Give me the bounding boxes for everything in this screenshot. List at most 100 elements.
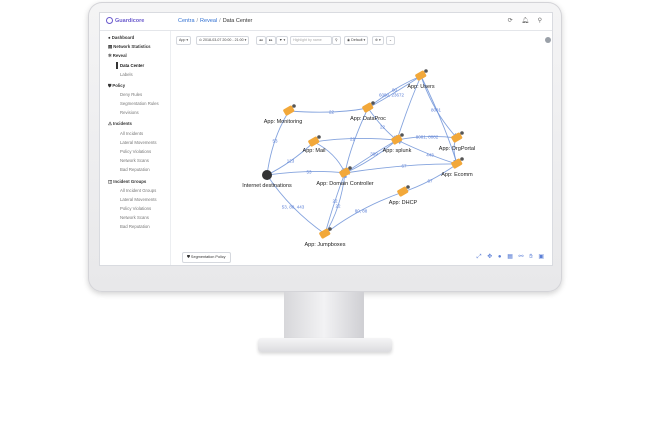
- edge-port-label: 53: [306, 169, 312, 174]
- sidebar-item-segmentation-rules[interactable]: Segmentation Rules: [120, 101, 159, 106]
- settings-icon[interactable]: [545, 37, 551, 43]
- search-icon[interactable]: ⚲: [332, 36, 341, 45]
- connection-edge[interactable]: [266, 174, 326, 235]
- sidebar-item-label: Bad Reputation: [120, 167, 150, 172]
- app-node-tag-icon[interactable]: [308, 136, 320, 147]
- node-count-badge: [400, 133, 404, 137]
- app-screen: Guardicore Centra/Reveal/Data Center ⟳ 🔔…: [99, 12, 553, 266]
- node-label-dataproc[interactable]: App: DataProc: [350, 116, 386, 122]
- app-node-tag-icon[interactable]: [339, 167, 351, 178]
- next-period-button[interactable]: ▸▸: [266, 36, 276, 45]
- move-icon[interactable]: ✥: [487, 254, 493, 260]
- sidebar-item-dashboard[interactable]: ● Dashboard: [108, 35, 134, 40]
- globe-icon[interactable]: [262, 170, 272, 180]
- connection-edge[interactable]: [266, 170, 346, 178]
- edge-port-label: 6080, 23672: [378, 92, 405, 97]
- node-label-splunk[interactable]: App: splunk: [382, 148, 412, 154]
- sidebar-item-lateral-movements[interactable]: Lateral Movements: [120, 197, 157, 202]
- bell-icon[interactable]: 🔔︎: [521, 18, 529, 24]
- breadcrumb-centra[interactable]: Centra: [178, 18, 195, 24]
- sidebar-item-label: Incidents: [113, 121, 132, 126]
- breadcrumb: Centra/Reveal/Data Center: [178, 18, 252, 24]
- monitor-stand-base: [258, 338, 392, 352]
- app-filter-dropdown[interactable]: App ▾: [176, 36, 192, 45]
- node-label-ecomm[interactable]: App: Ecomm: [441, 172, 473, 178]
- section-icon: ◫: [108, 179, 114, 184]
- breadcrumb-reveal[interactable]: Reveal: [200, 18, 218, 24]
- app-node-tag-icon[interactable]: [362, 102, 374, 113]
- node-label-mail[interactable]: App: Mail: [302, 148, 326, 154]
- time-range-picker[interactable]: ⊙ 2018-03-07 20:00 - 21:00 ▾: [196, 36, 250, 45]
- sidebar-item-network-statistics[interactable]: ▤ Network Statistics: [108, 44, 151, 50]
- prev-period-button[interactable]: ◂◂: [256, 36, 266, 45]
- sidebar-item-all-incidents[interactable]: All Incidents: [120, 131, 143, 136]
- app-node-tag-icon[interactable]: [319, 228, 331, 239]
- connection-edge[interactable]: [313, 136, 398, 143]
- sidebar-item-label: Policy Violations: [120, 206, 152, 211]
- camera-icon[interactable]: ▣: [538, 254, 544, 260]
- edge-port-label: 8081: [430, 107, 442, 112]
- highlight-search-input[interactable]: Highlight by name: [290, 36, 332, 45]
- sidebar-item-network-scans[interactable]: Network Scans: [120, 158, 149, 163]
- edge-port-label: 22: [349, 136, 356, 141]
- node-label-internet[interactable]: Internet destinations: [242, 183, 292, 189]
- expand-icon[interactable]: ⤢: [476, 254, 482, 260]
- node-label-orgportal[interactable]: App: OrgPortal: [438, 146, 476, 152]
- connection-edge[interactable]: [344, 163, 458, 175]
- sidebar-item-lateral-movements[interactable]: Lateral Movements: [120, 140, 157, 145]
- grid-icon[interactable]: ▦: [507, 254, 513, 260]
- sidebar-item-incident-groups[interactable]: ◫ Incident Groups: [108, 179, 146, 185]
- app-node-tag-icon[interactable]: [391, 134, 403, 145]
- connection-edge[interactable]: [395, 75, 422, 141]
- filter-button[interactable]: ▼ ▾: [276, 36, 289, 45]
- guardicore-logo-icon: [106, 17, 113, 24]
- connection-edge[interactable]: [264, 110, 290, 176]
- segmentation-policy-button[interactable]: ⛊ Segmentation Policy: [182, 252, 231, 263]
- sidebar-item-policy[interactable]: ⛊ Policy: [108, 83, 125, 88]
- sidebar-item-bad-reputation[interactable]: Bad Reputation: [120, 224, 150, 229]
- app-node-tag-icon[interactable]: [283, 105, 295, 116]
- sidebar-item-labels[interactable]: Labels: [120, 72, 133, 77]
- info-icon[interactable]: ●: [497, 254, 502, 260]
- sidebar-item-deny-rules[interactable]: Deny Rules: [120, 92, 142, 97]
- node-label-domain[interactable]: App: Domain Controller: [316, 181, 374, 187]
- sidebar-item-all-incident-groups[interactable]: All Incident Groups: [120, 188, 156, 193]
- collapse-button[interactable]: ⌄: [386, 36, 396, 45]
- sidebar-item-policy-violations[interactable]: Policy Violations: [120, 149, 151, 154]
- view-value: Default: [351, 38, 363, 42]
- edge-port-label: 67: [427, 178, 433, 183]
- link-icon[interactable]: ⚯: [518, 254, 524, 260]
- app-node-tag-icon[interactable]: [397, 186, 409, 197]
- node-label-monitoring[interactable]: App: Monitoring: [263, 119, 303, 125]
- user-menu-icon[interactable]: ⚲: [537, 18, 542, 24]
- node-label-users[interactable]: App: Users: [407, 84, 435, 90]
- connection-edge[interactable]: [324, 172, 346, 235]
- sidebar-item-bad-reputation[interactable]: Bad Reputation: [120, 167, 150, 172]
- node-label-dhcp[interactable]: App: DHCP: [388, 200, 418, 206]
- sidebar-item-policy-violations[interactable]: Policy Violations: [120, 206, 151, 211]
- shield-icon: ⛊: [187, 255, 190, 259]
- sidebar-item-label: Dashboard: [111, 35, 135, 40]
- connection-edge[interactable]: [313, 141, 346, 174]
- sidebar-item-network-scans[interactable]: Network Scans: [120, 215, 149, 220]
- sidebar-item-incidents[interactable]: ⚠ Incidents: [108, 121, 132, 127]
- section-icon: ✲: [108, 53, 113, 58]
- connection-edge[interactable]: [288, 106, 369, 113]
- sidebar-item-data-center[interactable]: Data Center: [120, 63, 144, 68]
- brand-logo[interactable]: Guardicore: [106, 17, 144, 24]
- hand-icon[interactable]: ✋︎: [529, 254, 533, 260]
- edge-port-label: 53: [272, 138, 278, 143]
- sidebar-item-revisions[interactable]: Revisions: [120, 110, 139, 115]
- node-label-jump[interactable]: App: Jumpboxes: [304, 242, 346, 248]
- edge-port-label: 123: [286, 158, 295, 164]
- view-dropdown[interactable]: ◉ Default ▾: [344, 36, 369, 45]
- layout-tool-button[interactable]: ✲ ▾: [372, 36, 384, 45]
- filter-icon: ▼: [279, 38, 283, 42]
- sidebar-item-reveal[interactable]: ✲ Reveal: [108, 53, 127, 59]
- app-node-tag-icon[interactable]: [451, 158, 463, 169]
- refresh-icon[interactable]: ⟳: [507, 18, 513, 24]
- app-node-tag-icon[interactable]: [415, 70, 427, 81]
- app-node-tag-icon[interactable]: [451, 132, 463, 143]
